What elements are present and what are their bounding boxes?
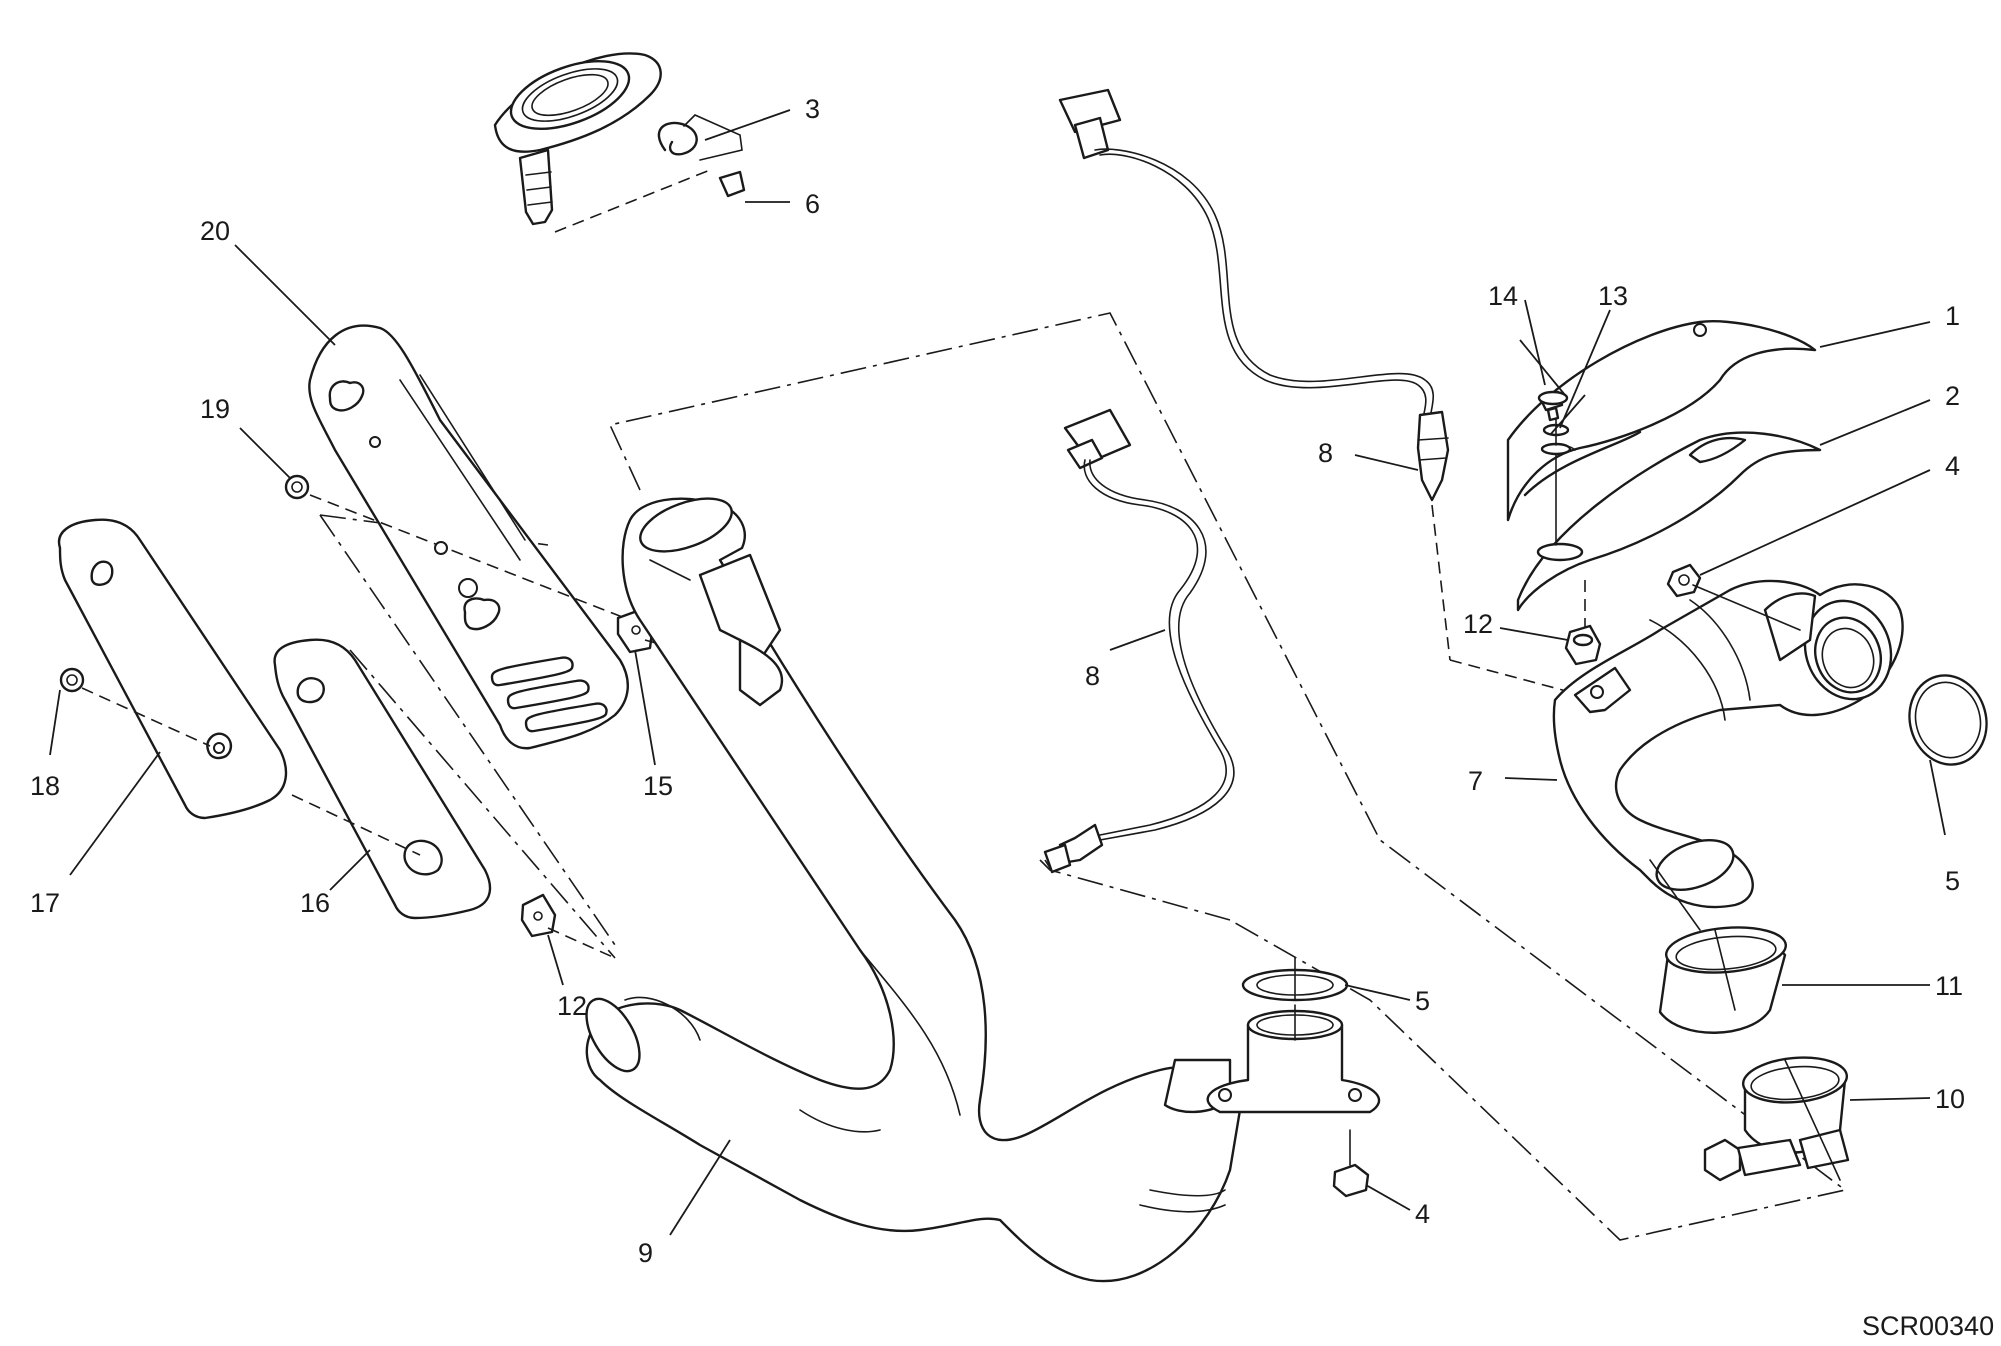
screw — [718, 170, 746, 198]
o2-sensor-upper — [1058, 88, 1601, 701]
callout-11: 11 — [1935, 971, 1963, 1001]
callout-18: 18 — [30, 771, 60, 801]
callout-3: 3 — [805, 94, 820, 124]
callout-4-lower: 4 — [1415, 1199, 1430, 1229]
callout-1: 1 — [1945, 301, 1960, 331]
leader-lines-left — [234, 244, 1611, 479]
callout-8-upper: 8 — [1318, 438, 1333, 468]
callout-5-right: 5 — [1945, 866, 1960, 896]
sleeve-11 — [1658, 926, 1930, 1034]
header-pipe-9 — [585, 497, 1242, 1283]
heat-shield-16 — [273, 638, 616, 986]
callout-labels: 1 2 3 4 4 5 5 6 7 8 8 9 10 11 12 12 13 1… — [30, 94, 1965, 1268]
heat-shield-17 — [49, 518, 288, 876]
o2-sensor-lower — [1043, 408, 1235, 874]
callout-15: 15 — [643, 771, 673, 801]
callout-7: 7 — [1468, 766, 1483, 796]
spring-clip — [657, 121, 698, 156]
callout-10: 10 — [1935, 1084, 1965, 1114]
callout-6: 6 — [805, 189, 820, 219]
sensor-mount-group — [493, 52, 791, 233]
rear-header-pipe-7 — [1499, 469, 1988, 931]
callout-19: 19 — [200, 394, 230, 424]
callout-5-center: 5 — [1415, 986, 1430, 1016]
callout-14: 14 — [1488, 281, 1518, 311]
callout-13: 13 — [1598, 281, 1628, 311]
callout-2: 2 — [1945, 381, 1960, 411]
lower-flange — [1206, 957, 1411, 1211]
heat-shield-large — [308, 324, 629, 750]
callout-12-left: 12 — [557, 991, 587, 1021]
callout-8-lower: 8 — [1085, 661, 1100, 691]
callout-16: 16 — [300, 888, 330, 918]
drawing-code: SCR00340 — [1862, 1311, 1994, 1341]
clamp-10 — [1703, 1056, 1931, 1182]
callout-12-right: 12 — [1463, 609, 1493, 639]
callout-4-upper: 4 — [1945, 451, 1960, 481]
callout-9: 9 — [638, 1238, 653, 1268]
callout-20: 20 — [200, 216, 230, 246]
callout-17: 17 — [30, 888, 60, 918]
